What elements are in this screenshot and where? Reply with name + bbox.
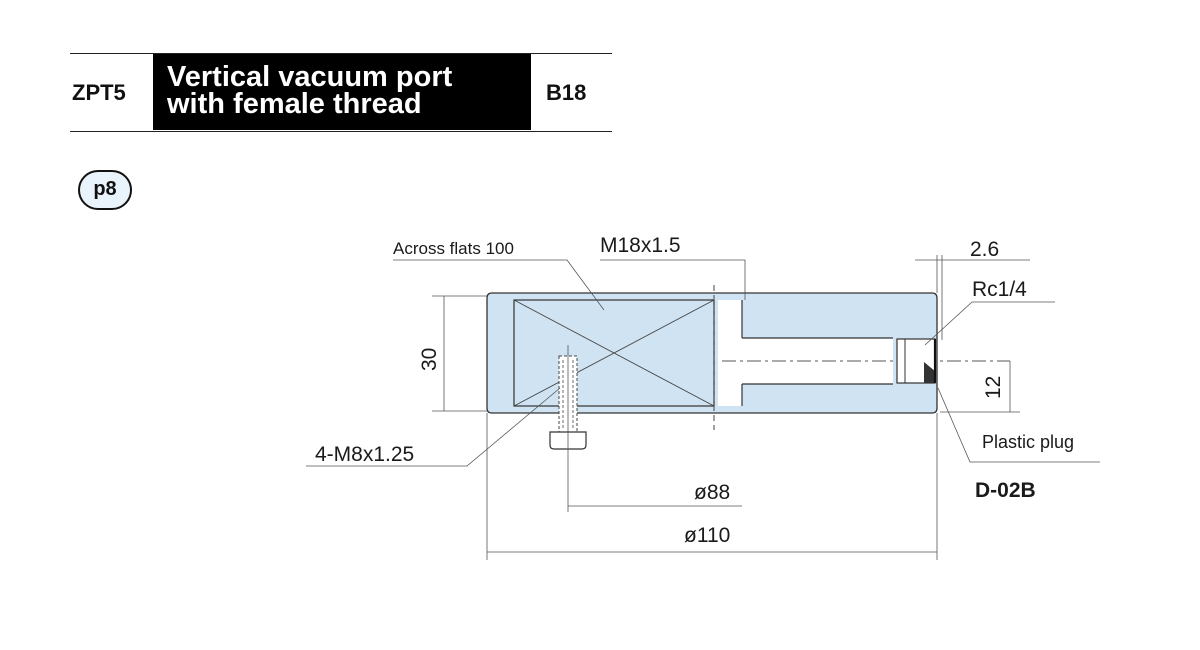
- height-dimension: 30: [418, 348, 441, 371]
- leader-across-flats: [393, 259, 605, 311]
- mount-thread-label: 4-M8x1.25: [315, 443, 414, 466]
- leader-port-thread: [600, 259, 746, 300]
- plug-label: Plastic plug: [982, 432, 1074, 452]
- outer-diameter-dimension: ø110: [684, 524, 730, 547]
- hex-socket: [513, 299, 715, 407]
- vacuum-passage: [718, 300, 893, 406]
- leader-plug-thread: [924, 301, 1055, 346]
- leader-mount-thread: [306, 387, 561, 467]
- model-code: ZPT5: [72, 80, 126, 105]
- hex-diagonal-2: [513, 299, 715, 407]
- port-thread-label: M18x1.5: [600, 234, 681, 257]
- title-header: ZPT5 Vertical vacuum port with female th…: [70, 53, 612, 132]
- leader-plug: [937, 387, 1100, 463]
- size-code: B18: [546, 80, 587, 105]
- title-box: Vertical vacuum port with female thread: [153, 54, 531, 130]
- plug-part-label: D-02B: [975, 479, 1036, 502]
- plug-depth-dimension: 2.6: [970, 238, 999, 261]
- across-flats-label: Across flats 100: [393, 239, 514, 258]
- page-reference-badge: p8: [78, 170, 132, 210]
- title-line-1: Vertical vacuum port: [167, 61, 453, 93]
- plug-head: [924, 362, 936, 383]
- title-line-2: with female thread: [167, 88, 422, 120]
- plug-thread-label: Rc1/4: [972, 278, 1027, 301]
- port-height-dimension: 12: [982, 376, 1005, 399]
- pcd-dimension: ø88: [694, 481, 730, 504]
